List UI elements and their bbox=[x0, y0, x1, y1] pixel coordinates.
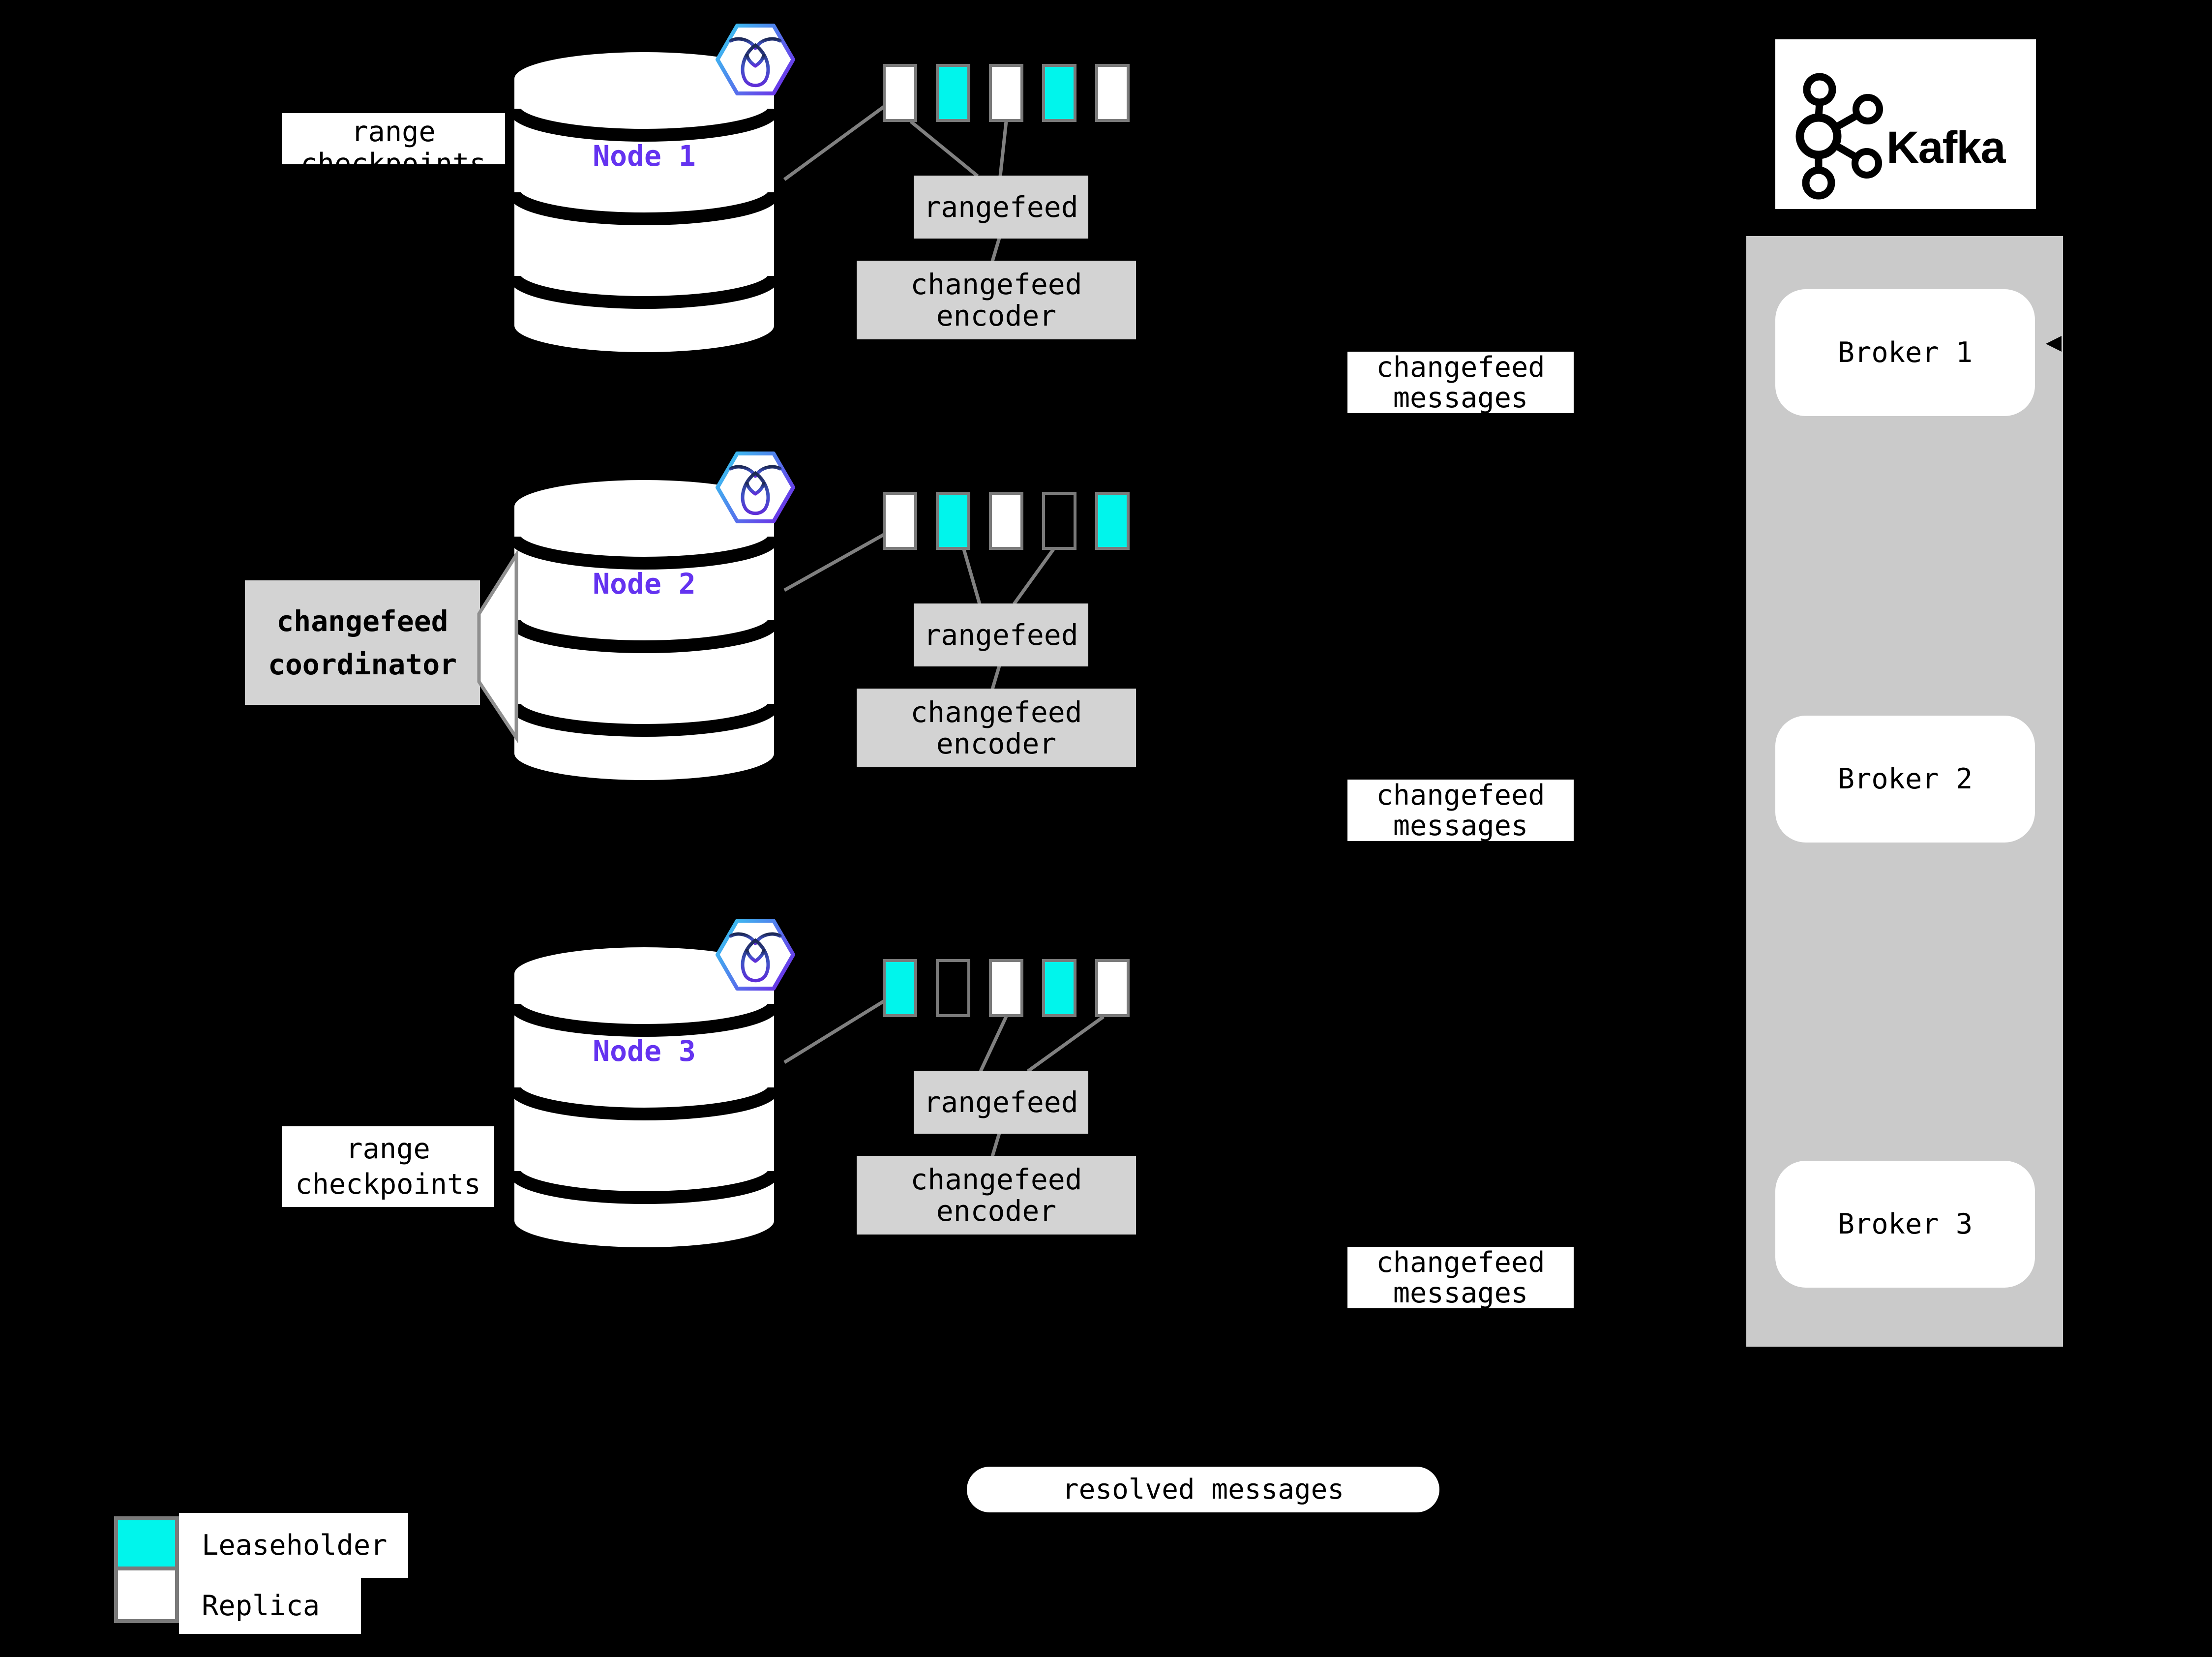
range-square bbox=[883, 492, 917, 550]
range-square bbox=[1095, 492, 1130, 550]
node-1-group: Node 1 ra bbox=[0, 0, 1603, 425]
node-2-group: Node 2 ra bbox=[0, 428, 1603, 853]
cockroachdb-logo-icon bbox=[716, 452, 795, 523]
coordinator-line2: coordinator bbox=[268, 647, 457, 681]
legend-replica-label: Replica bbox=[179, 1578, 361, 1634]
changefeed-encoder-box: changefeed encoder bbox=[857, 689, 1136, 767]
range-checkpoints-line1: range bbox=[351, 116, 436, 148]
legend-replica-swatch bbox=[114, 1567, 179, 1623]
coordinator-callout-pointer bbox=[477, 550, 518, 743]
changefeed-encoder-box: changefeed encoder bbox=[857, 1156, 1136, 1235]
rangefeed-box: rangefeed bbox=[914, 176, 1088, 239]
coordinator-line1: changefeed bbox=[276, 604, 448, 638]
kafka-broker-1: Broker 1 bbox=[1775, 289, 2035, 416]
range-square bbox=[1042, 64, 1076, 122]
arrowhead-icon bbox=[2046, 336, 2062, 352]
cockroachdb-logo-icon bbox=[716, 919, 795, 991]
broker-label: Broker 3 bbox=[1837, 1208, 1973, 1240]
cylinder-icon bbox=[508, 947, 780, 1247]
range-checkpoints-line1: range bbox=[346, 1133, 430, 1165]
kafka-wordmark: Kafka bbox=[1886, 122, 2006, 173]
node-1-connectors bbox=[783, 104, 1008, 262]
encoder-label-line2: encoder bbox=[936, 299, 1057, 332]
range-square bbox=[1095, 64, 1130, 122]
cockroachdb-logo-icon bbox=[716, 24, 795, 95]
range-checkpoints-label-bottom: range checkpoints bbox=[282, 1126, 494, 1207]
node-3-group: Node 3 ra bbox=[0, 895, 1603, 1321]
kafka-cluster-container: Broker 1 Broker 2 Broker 3 bbox=[1746, 236, 2063, 1347]
kafka-broker-3: Broker 3 bbox=[1775, 1161, 2035, 1288]
range-square bbox=[936, 492, 970, 550]
messages-label-line2: messages bbox=[1393, 809, 1528, 842]
encoder-label-line1: changefeed bbox=[910, 1163, 1082, 1196]
database-cylinder: Node 2 bbox=[508, 480, 780, 781]
messages-label-line2: messages bbox=[1393, 1276, 1528, 1309]
kafka-logo-box: Kafka bbox=[1775, 39, 2036, 209]
kafka-broker-2: Broker 2 bbox=[1775, 716, 2035, 843]
cylinder-icon bbox=[508, 480, 780, 780]
range-square bbox=[883, 959, 917, 1017]
node-name: Node 2 bbox=[593, 567, 696, 601]
node-name: Node 3 bbox=[593, 1034, 696, 1068]
broker-label: Broker 2 bbox=[1837, 763, 1973, 795]
node-3-connectors bbox=[783, 998, 1105, 1157]
legend-leaseholder-label: Leaseholder bbox=[179, 1513, 408, 1578]
range-square bbox=[883, 64, 917, 122]
node-2-connectors bbox=[783, 530, 1055, 690]
database-cylinder: Node 1 bbox=[508, 52, 780, 353]
changefeed-messages-label: changefeed messages bbox=[1347, 780, 1574, 841]
messages-label-line2: messages bbox=[1393, 381, 1528, 414]
range-squares-row bbox=[883, 492, 1130, 550]
range-squares-row bbox=[883, 64, 1130, 122]
node-name: Node 1 bbox=[593, 139, 696, 173]
resolved-messages-pill: resolved messages bbox=[967, 1467, 1439, 1512]
encoder-label-line2: encoder bbox=[936, 727, 1057, 760]
legend-label-text: Leaseholder bbox=[202, 1529, 388, 1562]
messages-label-line1: changefeed bbox=[1376, 779, 1545, 812]
range-square bbox=[989, 959, 1023, 1017]
range-checkpoints-line2: checkpoints bbox=[300, 148, 486, 165]
range-square bbox=[989, 64, 1023, 122]
rangefeed-box: rangefeed bbox=[914, 1071, 1088, 1134]
encoder-label-line2: encoder bbox=[936, 1194, 1057, 1228]
range-square bbox=[1095, 959, 1130, 1017]
legend-leaseholder-swatch bbox=[114, 1516, 179, 1570]
rangefeed-box: rangefeed bbox=[914, 603, 1088, 666]
encoder-label-line1: changefeed bbox=[910, 695, 1082, 729]
encoder-label-line1: changefeed bbox=[910, 268, 1082, 301]
database-cylinder: Node 3 bbox=[508, 947, 780, 1248]
legend-label-text: Replica bbox=[202, 1590, 320, 1622]
range-squares-row bbox=[883, 959, 1130, 1017]
messages-label-line1: changefeed bbox=[1376, 1246, 1545, 1279]
changefeed-messages-label: changefeed messages bbox=[1347, 1247, 1574, 1308]
rangefeed-label: rangefeed bbox=[924, 1085, 1078, 1119]
range-checkpoints-line2: checkpoints bbox=[295, 1168, 481, 1201]
kafka-icon bbox=[1795, 73, 1883, 200]
changefeed-coordinator-box: changefeed coordinator bbox=[245, 580, 480, 705]
changefeed-encoder-box: changefeed encoder bbox=[857, 261, 1136, 339]
range-square bbox=[1042, 959, 1076, 1017]
range-square bbox=[936, 959, 970, 1017]
changefeed-messages-label: changefeed messages bbox=[1347, 352, 1574, 413]
resolved-messages-label: resolved messages bbox=[1062, 1474, 1345, 1506]
range-square bbox=[1042, 492, 1076, 550]
range-square bbox=[936, 64, 970, 122]
range-checkpoints-label-top: range checkpoints bbox=[282, 113, 505, 164]
broker-label: Broker 1 bbox=[1837, 336, 1973, 369]
range-square bbox=[989, 492, 1023, 550]
rangefeed-label: rangefeed bbox=[924, 190, 1078, 224]
rangefeed-label: rangefeed bbox=[924, 618, 1078, 652]
messages-label-line1: changefeed bbox=[1376, 351, 1545, 384]
cylinder-icon bbox=[508, 52, 780, 352]
